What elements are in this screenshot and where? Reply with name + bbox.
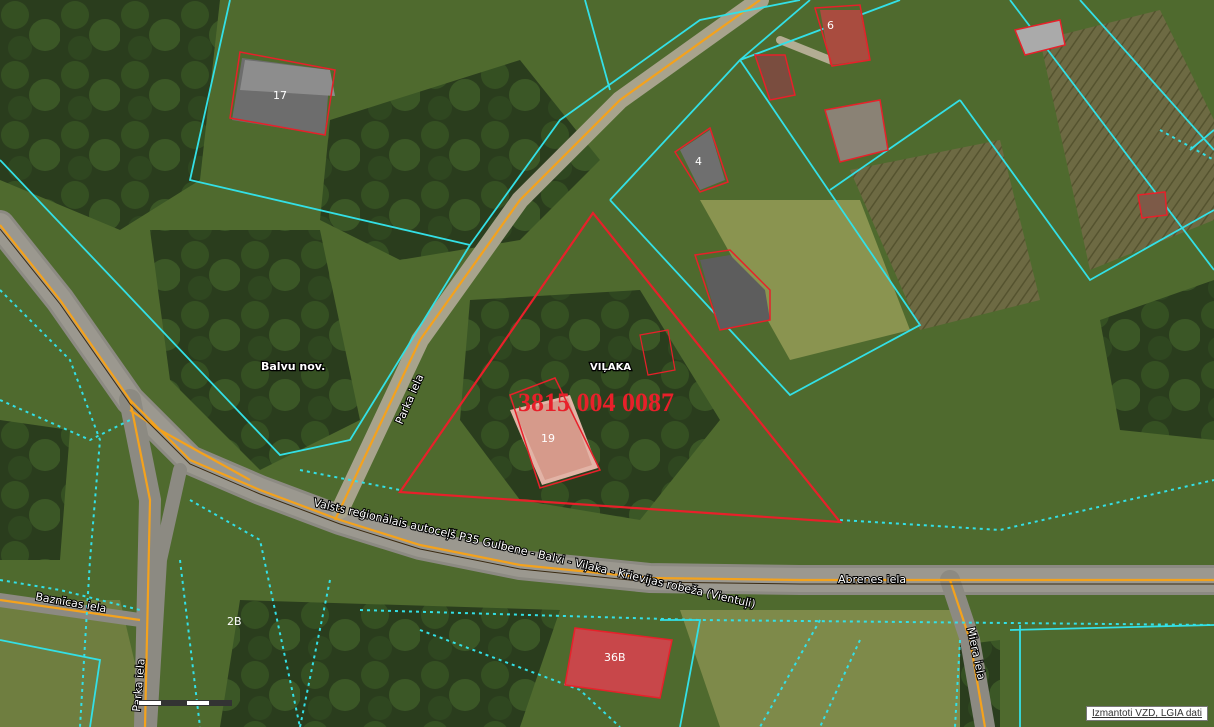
building-small <box>753 54 796 101</box>
road-edge-lines <box>0 228 1214 585</box>
parcel-id-label: 3815 004 0087 <box>518 388 674 417</box>
outbuilding <box>639 329 676 376</box>
place-label: VIĻAKA <box>590 362 631 373</box>
building-mid <box>694 249 771 331</box>
building-17 <box>229 51 336 136</box>
district-label: Balvu nov. <box>261 360 325 373</box>
building-4 <box>673 126 729 193</box>
road-label-parka-lower: Parka iela <box>130 658 148 712</box>
road-label-abrenes: Abrenes iela <box>838 573 906 586</box>
building-number: 6 <box>827 19 834 32</box>
building-36B <box>564 627 673 699</box>
building-6 <box>814 4 871 67</box>
selected-parcel-outline[interactable] <box>397 211 843 524</box>
attribution-link[interactable]: Izmantoti VZD, LGIA dati <box>1085 706 1208 721</box>
cadastre-boundaries-dotted <box>0 129 1214 727</box>
building-number: 36B <box>604 651 626 664</box>
building-number: 17 <box>273 89 287 102</box>
building-19 <box>509 377 602 489</box>
building-shed <box>824 99 889 163</box>
building-number: 4 <box>695 155 702 168</box>
building-ne-small <box>1137 191 1168 219</box>
buildings <box>229 4 1168 699</box>
scale-bar <box>138 700 234 706</box>
building-ne <box>1013 19 1066 56</box>
building-number: 19 <box>541 432 555 445</box>
fields <box>0 10 1214 727</box>
building-number: 2B <box>227 615 242 628</box>
